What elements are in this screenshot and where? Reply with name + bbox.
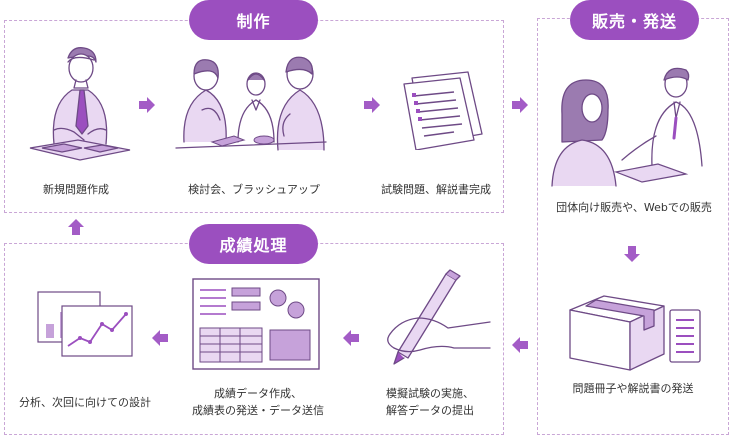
- completed-booklets-illustration: [403, 71, 483, 150]
- step-complete-caption: 試験問題、解説書完成: [381, 183, 491, 196]
- question-writing-illustration: [29, 47, 131, 161]
- step-exam-caption-line2: 解答データの提出: [386, 404, 474, 417]
- arrow-down-icon: [624, 246, 640, 262]
- arrow-right-icon: [139, 97, 155, 113]
- step-report-caption-line1: 成績データ作成、: [214, 387, 302, 400]
- step-create-caption: 新規問題作成: [43, 183, 109, 196]
- arrow-up-icon: [68, 219, 84, 235]
- grading-label: 成績処理: [189, 224, 318, 264]
- arrow-left-icon: [152, 330, 168, 346]
- arrow-left-icon: [512, 337, 528, 353]
- arrow-right-icon: [512, 97, 528, 113]
- sales-counter-illustration: [551, 67, 703, 187]
- review-meeting-illustration: [175, 56, 327, 151]
- step-report-caption-line2: 成績表の発送・データ送信: [192, 404, 324, 417]
- step-sell-caption: 団体向け販売や、Webでの販売: [556, 201, 712, 214]
- step-exam-caption-line1: 模擬試験の実施、: [386, 387, 474, 400]
- sales-label: 販売・発送: [570, 0, 699, 40]
- shipping-box-illustration: [569, 295, 701, 371]
- report-document-illustration: [192, 278, 320, 370]
- hand-pencil-illustration: [387, 269, 491, 365]
- arrow-left-icon: [343, 330, 359, 346]
- step-review-caption: 検討会、ブラッシュアップ: [188, 183, 320, 196]
- arrow-right-icon: [364, 97, 380, 113]
- step-analysis-caption: 分析、次回に向けての設計: [19, 396, 151, 409]
- analysis-chart-illustration: [37, 291, 133, 357]
- production-label: 制作: [189, 0, 318, 40]
- step-ship-caption: 問題冊子や解説書の発送: [572, 382, 694, 395]
